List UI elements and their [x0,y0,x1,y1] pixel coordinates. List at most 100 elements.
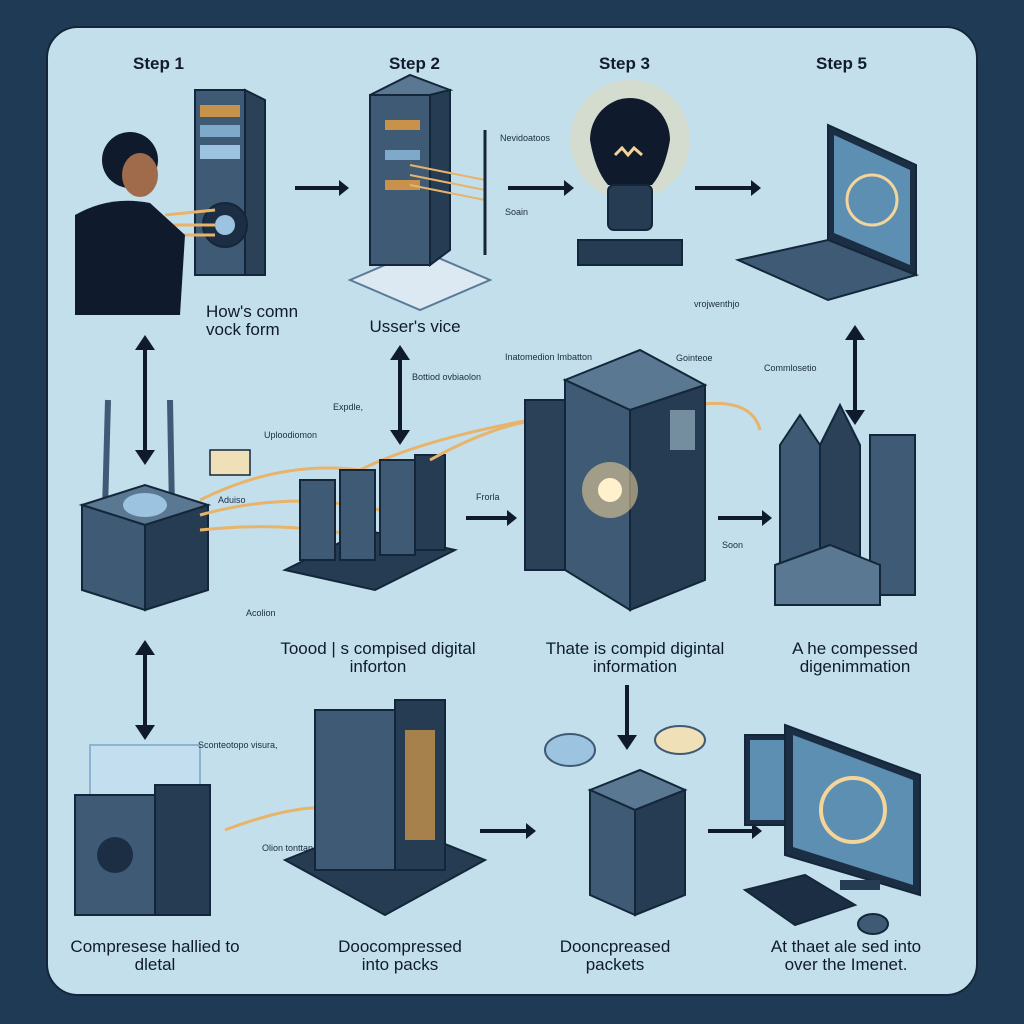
laptop-illustration [734,123,920,302]
arrow-right [295,180,349,196]
screen-spiral [819,776,887,844]
arrow-down [617,685,637,750]
monitor-screen [793,735,913,885]
monitor-stand [840,880,880,890]
transmitter-box-illustration [78,399,212,612]
box-sensor [123,493,167,517]
arrow-right [480,823,536,839]
city-buildings-illustration [774,402,916,606]
arrow-right [718,510,772,526]
label-expdo: Expdle, [333,402,364,412]
server-front [589,788,636,917]
speaker-side [154,784,211,916]
label-laptop: vrojwenthjo [694,299,740,309]
block [299,479,336,561]
antenna-tower [102,399,111,511]
label-frorla: Frorla [476,492,500,502]
skyscraper [819,402,861,566]
skyscraper [779,413,821,566]
keyboard [742,873,858,927]
caption-decompressed-packs: Doocompressed into packs [338,937,462,974]
laptop-keyboard-base [734,238,920,302]
label-soon: Soon [722,540,744,550]
double-arrow-vertical [135,335,155,465]
rack-front [314,709,396,871]
arrow-line [508,180,574,196]
double-arrow-vertical [135,640,155,740]
label-acolion: Acolion [246,608,276,618]
server-side [634,788,686,917]
label-mid: Bottiod ovbiaolon [412,372,482,382]
packet-server-illustration [544,725,706,917]
box-side [144,503,209,612]
light-bulb-illustration [570,80,690,266]
connector-box [209,449,251,476]
filament [613,145,643,158]
block [414,454,446,551]
arrow-right [695,180,761,196]
bulb-stand [577,239,683,266]
server-door [524,399,566,571]
compressed-blocks-illustration [282,454,458,592]
bulb-base [607,184,653,231]
rack-slot [385,120,420,130]
arrow-right [466,510,517,526]
double-arrow-vertical [390,345,410,445]
label-inter: Inatomedion Imbatton [505,352,593,362]
rack-slot [385,180,420,190]
caption-compid-information: Thate is compid digintal information [545,639,725,676]
screen-logo [845,173,899,227]
arrow-right [708,823,762,839]
device-slot [200,105,240,117]
step-5-title: Step 5 [816,54,868,73]
antenna-tower [167,399,175,511]
server-rack-illustration [347,73,493,312]
bulb-glass [590,98,670,185]
packet [544,733,596,767]
label-contacts: Sconteotopo visura, [198,740,278,750]
server-vent [670,410,695,450]
person-speaking-illustration [75,88,266,315]
central-server-illustration [429,348,762,612]
desktop-computer-illustration [742,723,921,935]
speaker-cone [97,837,133,873]
skyscraper [869,434,916,596]
person-body [75,200,185,315]
caption-step1: How's comn vock form [206,302,299,339]
label-ad: Aduiso [218,495,246,505]
packet [654,725,706,755]
label-upbo: Uploodiomon [264,430,318,440]
caption-step2: Usser's vice [369,317,461,336]
low-building [774,543,881,606]
label-step2-bottom: Soain [505,207,529,217]
caption-sent-over-internet: At thaet ale sed into over the Imenet. [770,937,922,974]
block [339,469,376,561]
mouse [857,913,889,935]
caption-decompressed-packets: Dooncpreased packets [559,937,671,974]
caption-compessed-digenimmation: A he compessed digenimmation [792,639,918,676]
step-2-title: Step 2 [389,54,441,73]
device-slot [200,145,240,159]
laptop-screen [834,135,910,265]
speaker-device-illustration [74,744,211,916]
device-slot [200,125,240,137]
rack-slot [385,150,420,160]
step-1-title: Step 1 [133,54,185,73]
double-arrow-vertical [845,325,865,425]
packet-rack-illustration [224,699,488,917]
microphone-center [215,215,235,235]
label-step2-top: Nevidoatoos [500,133,551,143]
person-face [122,153,158,197]
rack-side [429,88,451,267]
recorder-device-side [244,88,266,276]
label-compl: Commlosetio [764,363,817,373]
data-wires [409,164,486,201]
rack-lights [405,730,435,840]
tablet-screen [750,740,785,820]
label-olon: Olion tonttan [262,843,314,853]
caption-compressed-hallied: Compresese hallied to dletal [70,937,240,974]
label-gaintee: Gointeoe [676,353,713,363]
step-3-title: Step 3 [599,54,651,73]
caption-compressed-digital: Toood | s compised digital inforton [280,639,476,676]
data-vortex-core [598,478,622,502]
